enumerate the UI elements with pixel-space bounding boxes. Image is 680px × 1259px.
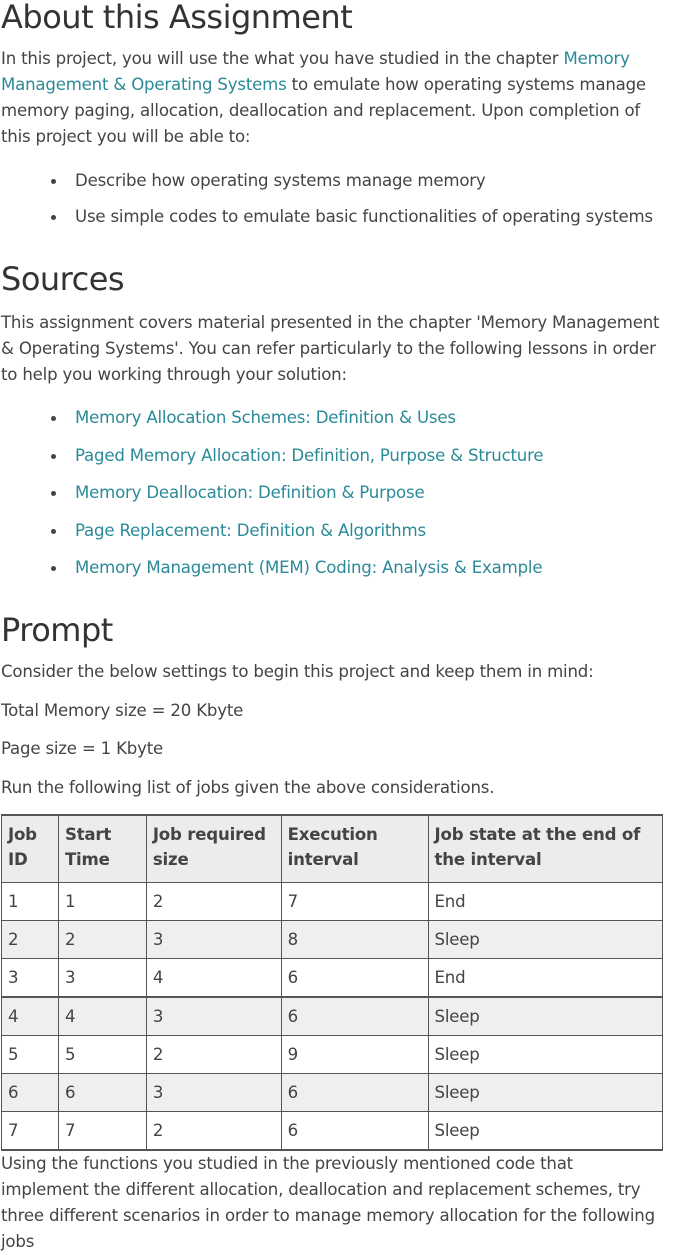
about-intro-text-before: In this project, you will use the what y… [1,49,564,68]
cell-job-id: 1 [1,882,59,921]
cell-start-time: 2 [57,920,147,959]
prompt-heading: Prompt [1,611,113,649]
cell-job-state: Sleep [427,996,664,1036]
cell-start-time: 6 [57,1073,147,1112]
cell-required-size: 3 [145,1073,282,1112]
cell-execution-interval: 6 [280,1111,429,1151]
cell-execution-interval: 7 [280,882,429,921]
about-bullet-list: Describe how operating systems manage me… [48,168,653,230]
cell-start-time: 7 [57,1111,147,1151]
sources-list-item: Memory Allocation Schemes: Definition & … [48,405,543,431]
cell-job-state: Sleep [427,1111,664,1151]
cell-job-id: 6 [1,1073,59,1112]
sources-link-list: Memory Allocation Schemes: Definition & … [48,405,544,581]
cell-execution-interval: 6 [280,1073,429,1112]
cell-execution-interval: 6 [280,996,429,1036]
cell-start-time: 1 [57,882,147,921]
cell-job-state: Sleep [427,1073,664,1112]
prompt-total-memory: Total Memory size = 20 Kbyte [1,701,244,720]
cell-job-id: 2 [1,920,59,959]
cell-execution-interval: 8 [280,920,429,959]
lesson-link-page-replacement[interactable]: Page Replacement: Definition & Algorithm… [75,520,426,540]
header-job-required-size: Job required size [145,814,282,883]
about-intro-text-after: to emulate how operating systems manage … [1,75,646,146]
cell-required-size: 4 [145,958,282,998]
cell-job-id: 5 [1,1035,59,1074]
sources-list-item: Memory Management (MEM) Coding: Analysis… [48,555,543,581]
cell-execution-interval: 9 [280,1035,429,1074]
cell-job-id: 4 [1,996,59,1036]
cell-start-time: 3 [57,958,147,998]
lesson-link-mem-coding[interactable]: Memory Management (MEM) Coding: Analysis… [75,558,543,577]
lesson-link-deallocation[interactable]: Memory Deallocation: Definition & Purpos… [75,483,425,502]
header-job-state: Job state at the end of the interval [427,814,664,883]
cell-required-size: 3 [145,996,282,1036]
cell-job-id: 7 [1,1111,59,1151]
cell-job-state: Sleep [427,1035,664,1074]
prompt-run-jobs: Run the following list of jobs given the… [1,778,495,797]
jobs-table: Job ID Start Time Job required size Exec… [1,814,664,1151]
prompt-line-settings: Consider the below settings to begin thi… [1,662,594,681]
sources-list-item: Paged Memory Allocation: Definition, Pur… [48,443,544,469]
lesson-link-paged-allocation[interactable]: Paged Memory Allocation: Definition, Pur… [75,445,544,465]
header-job-id: Job ID [1,814,59,883]
cell-job-state: Sleep [427,920,664,959]
lesson-link-memory-allocation[interactable]: Memory Allocation Schemes: Definition & … [75,408,456,427]
about-intro: In this project, you will use the what y… [1,46,665,150]
prompt-closing-text: Using the functions you studied in the p… [1,1154,655,1251]
about-bullet-item: Describe how operating systems manage me… [48,168,653,194]
sources-list-item: Memory Deallocation: Definition & Purpos… [48,480,543,506]
about-bullet-item: Use simple codes to emulate basic functi… [48,204,653,230]
cell-start-time: 4 [57,996,147,1036]
sources-heading: Sources [1,260,125,298]
sources-text: This assignment covers material presente… [1,313,660,384]
cell-required-size: 2 [145,882,282,921]
chapter-link[interactable]: Memory Management & Operating Systems [1,49,630,94]
header-row: Job ID Start Time Job required size Exec… [1,814,664,883]
cell-job-state: End [427,882,664,921]
sources-list-item: Page Replacement: Definition & Algorithm… [48,518,543,544]
header-start-time: Start Time [57,814,147,883]
header-execution-interval: Execution interval [280,814,429,883]
about-heading: About this Assignment [1,0,353,36]
cell-required-size: 3 [145,920,282,959]
cell-job-id: 3 [1,958,59,998]
jobs-table-header: Job ID Start Time Job required size Exec… [1,814,664,883]
cell-start-time: 5 [57,1035,147,1074]
cell-job-state: End [427,958,664,998]
cell-required-size: 2 [145,1111,282,1151]
prompt-page-size: Page size = 1 Kbyte [1,739,164,758]
cell-execution-interval: 6 [280,958,429,998]
cell-required-size: 2 [145,1035,282,1074]
